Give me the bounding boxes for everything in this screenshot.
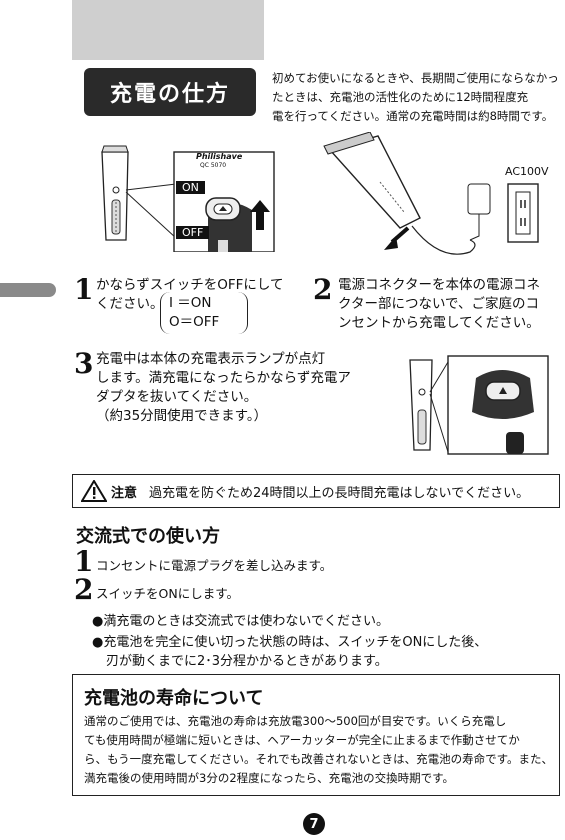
step-line: 電源コネクターを本体の電源コネ	[338, 277, 540, 293]
page-title: 充電の仕方	[84, 68, 256, 116]
intro-text: 初めてお使いになるときや、長期間ご使用にならなかっ たときは、充電池の活性化のた…	[272, 69, 562, 126]
bullet-item: ●充電池を完全に使い切った状態の時は、スイッチをONにした後、	[92, 635, 488, 650]
intro-line: 初めてお使いになるときや、長期間ご使用にならなかっ	[272, 71, 559, 85]
off-label: OFF	[176, 226, 210, 239]
bullet-item: ●満充電のときは交流式では使わないでください。	[92, 614, 389, 629]
model-label: QC 5070	[200, 162, 227, 169]
ac-step-1-text: コンセントに電源プラグを差し込みます。	[96, 558, 333, 573]
battery-line: 満充電後の使用時間が3分の2程度になったら、充電池の交換時期です。	[84, 771, 454, 785]
lamp-illustration	[409, 355, 549, 455]
step-3-text: 充電中は本体の充電表示ランプが点灯 します。満充電になったらかならず充電ア ダプ…	[96, 350, 351, 426]
warning-box: 注意 過充電を防ぐため24時間以上の長時間充電はしないでください。	[72, 474, 560, 508]
brand-label: Philishave	[196, 152, 243, 161]
intro-line: 電を行ってください。通常の充電時間は約8時間です。	[272, 109, 554, 123]
step-line: 充電中は本体の充電表示ランプが点灯	[96, 351, 326, 367]
step-line: します。満充電になったらかならず充電ア	[96, 370, 351, 386]
header-tab-background	[72, 0, 264, 70]
step-line: かならずスイッチをOFFにして	[96, 277, 284, 293]
voltage-label: AC100V	[505, 165, 549, 178]
legend-off: O＝OFF	[169, 314, 220, 330]
step-line: ダプタを抜いてください。	[96, 389, 258, 405]
battery-life-title: 充電池の寿命について	[84, 688, 264, 709]
intro-line: たときは、充電池の活性化のために12時間程度充	[272, 90, 529, 104]
step-number: 3	[74, 347, 94, 380]
ac-step-2-text: スイッチをONにします。	[96, 586, 239, 601]
page-number: 7	[303, 813, 325, 835]
battery-line: 通常のご使用では、充電池の寿命は充放電300〜500回が目安です。いくら充電し	[84, 714, 507, 728]
step-line: ンセントから充電してください。	[338, 315, 540, 331]
step-line: （約35分間使用できます。）	[96, 408, 268, 424]
warning-text: 過充電を防ぐため24時間以上の長時間充電はしないでください。	[149, 485, 530, 501]
warning-label: 注意	[111, 485, 138, 501]
ac-step-number: 2	[74, 573, 94, 606]
step-number: 2	[313, 273, 333, 306]
step-line: クター部につないで、ご家庭のコ	[338, 296, 540, 312]
bullet-item: 刃が動くまでに2･3分程かかるときがあります。	[106, 654, 388, 669]
switch-legend: I ＝ON O＝OFF	[160, 292, 248, 334]
step-number: 1	[74, 273, 94, 306]
side-index-tab	[0, 283, 56, 297]
battery-line: ても使用時間が極端に短いときは、ヘアーカッターが完全に止まるまで作動させてか	[84, 733, 520, 747]
step-line: ください。	[96, 296, 164, 312]
ac-section-title: 交流式での使い方	[76, 526, 220, 547]
battery-life-box	[72, 674, 560, 796]
ac-bullets: ●満充電のときは交流式では使わないでください。 ●充電池を完全に使い切った状態の…	[92, 612, 487, 671]
battery-line: ら、もう一度充電してください。それでも改善されないときは、充電池の寿命です。また…	[84, 752, 553, 766]
charging-illustration	[323, 132, 539, 255]
step-2-text: 電源コネクターを本体の電源コネ クター部につないで、ご家庭のコ ンセントから充電…	[338, 276, 540, 333]
battery-life-text: 通常のご使用では、充電池の寿命は充放電300〜500回が目安です。いくら充電し …	[84, 712, 554, 788]
warning-icon	[81, 480, 107, 502]
ac-step-number: 1	[74, 545, 94, 578]
step-1-text: かならずスイッチをOFFにして ください。	[96, 276, 283, 314]
on-label: ON	[176, 181, 205, 194]
legend-on: I ＝ON	[169, 295, 212, 311]
